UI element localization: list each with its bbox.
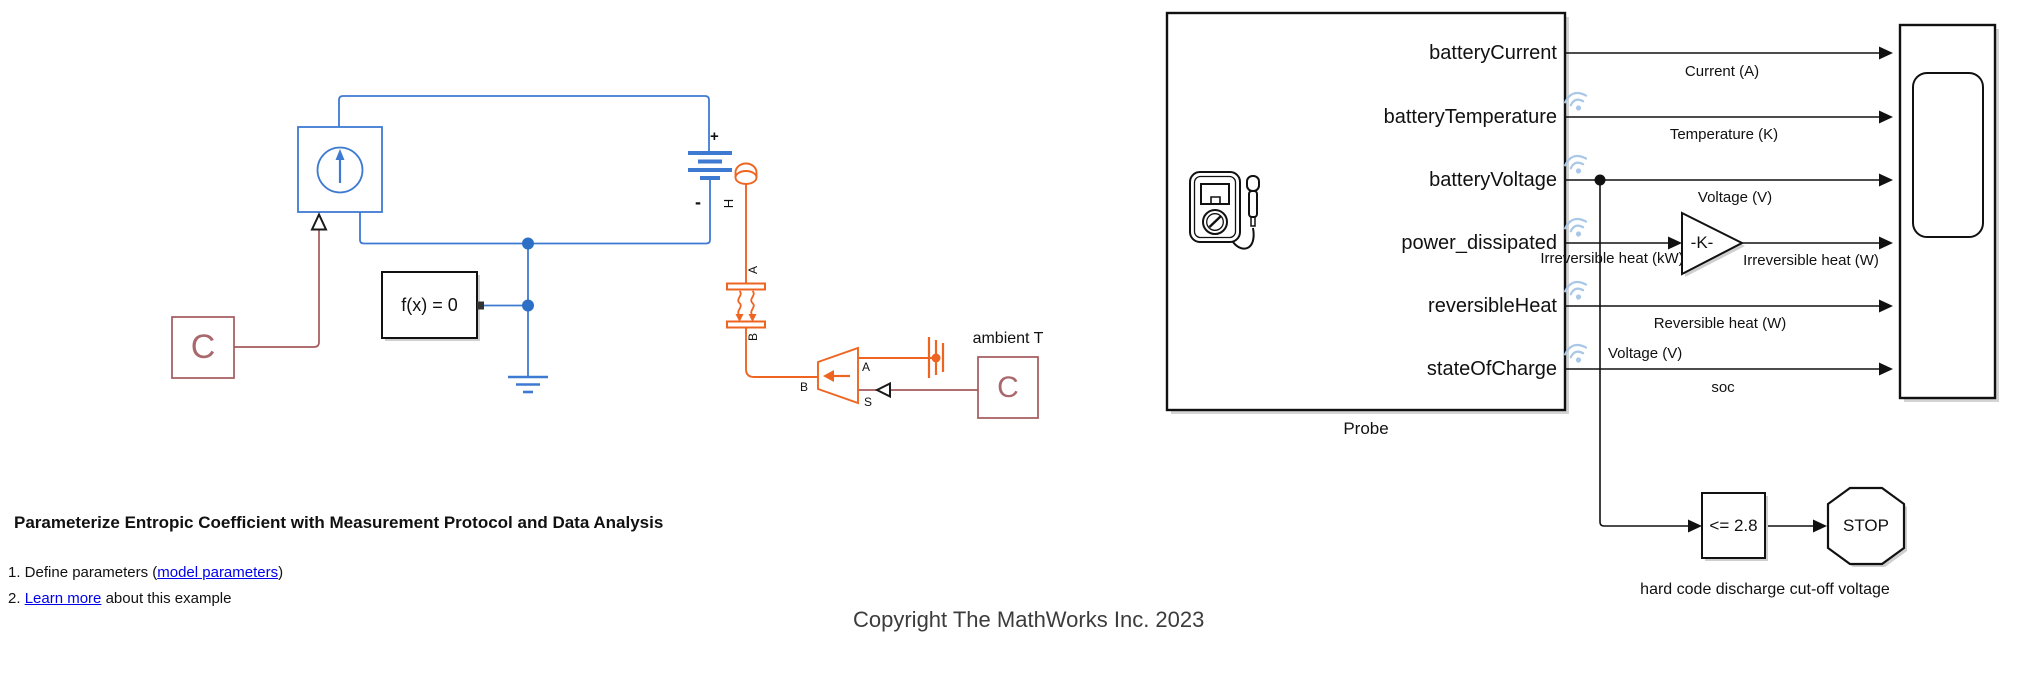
signal-label-reversible-w: Reversible heat (W) xyxy=(1653,315,1787,332)
instruction-2-prefix: 2. xyxy=(8,590,25,607)
battery-minus-label: - xyxy=(695,192,701,212)
current-source-block[interactable] xyxy=(297,126,383,213)
solver-block[interactable] xyxy=(381,271,484,341)
instruction-item-2: 2. Learn more about this example xyxy=(8,590,231,607)
solver-port-nub xyxy=(477,301,484,310)
instruction-item-1: 1. Define parameters (model parameters) xyxy=(8,564,283,581)
signal-label-irreversible-kw: Irreversible heat (kW) xyxy=(1540,250,1684,267)
constant-ambient-glyph: C xyxy=(997,370,1019,404)
battery-icon[interactable] xyxy=(688,151,732,180)
signal-label-temperature: Temperature (K) xyxy=(1669,126,1779,143)
tempsource-port-s-label: S xyxy=(864,395,873,409)
multimeter-icon xyxy=(1189,171,1260,250)
copyright-annotation: Copyright The MathWorks Inc. 2023 xyxy=(853,607,1205,632)
convection-port-b-label: B xyxy=(746,332,761,342)
signal-label-current: Current (A) xyxy=(1684,63,1760,80)
probe-port-state-of-charge: stateOfCharge xyxy=(1426,358,1557,380)
stop-block[interactable] xyxy=(1826,486,1907,567)
instruction-1-suffix: ) xyxy=(278,564,284,581)
probe-port-battery-temperature: batteryTemperature xyxy=(1383,106,1557,128)
ps-port-arrow-icon xyxy=(310,212,328,231)
wire-thermal-b[interactable] xyxy=(745,327,818,378)
junction-dot xyxy=(522,299,534,312)
ambient-t-annotation: ambient T xyxy=(972,330,1044,347)
probe-port-battery-current: batteryCurrent xyxy=(1429,42,1557,64)
tempsource-port-b-label: B xyxy=(800,380,809,394)
compare-block[interactable] xyxy=(1701,492,1768,561)
wifi-icon xyxy=(1564,154,1588,174)
probe-port-power-dissipated: power_dissipated xyxy=(1401,232,1557,254)
thermal-port-h-icon[interactable] xyxy=(734,162,758,185)
model-parameters-link[interactable]: model parameters xyxy=(157,564,279,581)
tempsource-port-a-label: A xyxy=(862,360,871,374)
thermal-junction-dot xyxy=(931,353,941,363)
convection-port-a-label: A xyxy=(746,265,761,275)
wifi-icon xyxy=(1564,91,1588,111)
signal-label-voltage-branch: Voltage (V) xyxy=(1608,345,1683,362)
signal-voltage-branch[interactable] xyxy=(1599,180,1688,527)
wire-electrical-top[interactable] xyxy=(338,95,710,151)
compare-label: <= 2.8 xyxy=(1709,515,1758,535)
convection-block[interactable] xyxy=(726,282,766,329)
temperature-source-block[interactable] xyxy=(817,346,859,405)
solver-label: f(x) = 0 xyxy=(401,294,458,315)
scope-block[interactable] xyxy=(1898,23,1999,402)
up-arrow-icon xyxy=(335,149,345,160)
wifi-icon xyxy=(1564,217,1588,237)
stop-label: STOP xyxy=(1843,516,1889,535)
probe-port-reversible-heat: reversibleHeat xyxy=(1428,295,1557,317)
learn-more-link[interactable]: Learn more xyxy=(24,590,102,607)
wifi-icon xyxy=(1564,343,1588,363)
model-heading: Parameterize Entropic Coefficient with M… xyxy=(14,513,664,532)
constant-ambient-block[interactable] xyxy=(977,356,1039,419)
wifi-icon xyxy=(1564,280,1588,300)
wire-ps-current-command[interactable] xyxy=(234,230,320,348)
constant-current-block[interactable] xyxy=(171,316,235,379)
ground-icon[interactable] xyxy=(508,375,548,394)
signal-label-soc: soc xyxy=(1711,379,1735,396)
signal-junction-dot xyxy=(1594,174,1606,186)
constant-current-glyph: C xyxy=(190,328,216,366)
scope-screen-icon xyxy=(1912,72,1984,238)
signal-arrowheads xyxy=(1668,46,1893,533)
signal-label-voltage: Voltage (V) xyxy=(1697,189,1773,206)
probe-label: Probe xyxy=(1343,419,1389,438)
battery-h-port-label: H xyxy=(721,198,737,209)
probe-port-battery-voltage: batteryVoltage xyxy=(1429,169,1557,191)
battery-plus-label: + xyxy=(710,128,719,145)
instruction-1-prefix: 1. Define parameters ( xyxy=(8,564,158,581)
gain-label: -K- xyxy=(1690,233,1714,252)
signal-label-irreversible-w: Irreversible heat (W) xyxy=(1743,252,1879,269)
stream-badges xyxy=(1564,91,1588,363)
gain-block[interactable] xyxy=(1681,211,1745,277)
ps-port-arrow-icon xyxy=(874,381,891,399)
instruction-2-suffix: about this example xyxy=(101,590,232,607)
wire-electrical-bottom[interactable] xyxy=(359,180,711,245)
probe-block[interactable] xyxy=(1165,11,1569,414)
junction-dot xyxy=(522,237,534,250)
stop-annotation: hard code discharge cut-off voltage xyxy=(1640,581,1890,598)
